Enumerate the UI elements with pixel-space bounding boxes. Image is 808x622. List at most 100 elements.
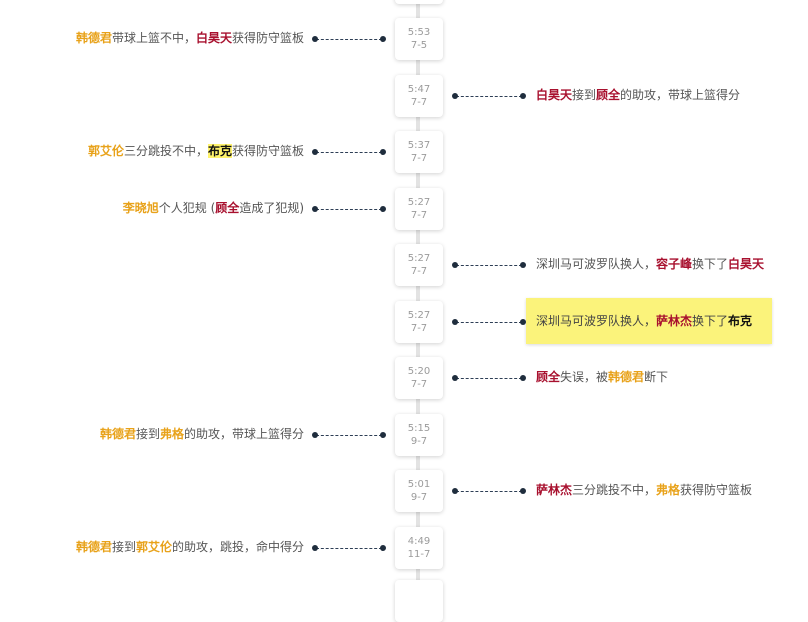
event-text: 接到: [135, 426, 160, 441]
event-text: 三分跳投不中，: [123, 144, 208, 158]
player-name-link[interactable]: 容子峰: [656, 257, 693, 271]
timeline-axis: [416, 0, 420, 587]
player-name-link[interactable]: 布克: [728, 313, 753, 328]
player-name-link[interactable]: 郭艾伦: [87, 144, 124, 158]
connector-line: [456, 95, 522, 97]
game-clock: 5:27: [407, 309, 431, 321]
event-text: 的助攻，带球上篮得分: [183, 426, 304, 441]
connector-dot: [380, 149, 386, 155]
player-name-link[interactable]: 韩德君: [75, 31, 112, 45]
game-clock: 5:53: [407, 27, 431, 38]
connector-dot: [520, 318, 526, 325]
connector-dot: [380, 205, 386, 212]
connector-dot: [520, 92, 526, 99]
event-description: 韩德君带球上篮不中，白昊天获得防守篮板: [76, 29, 304, 46]
connector-line: [316, 547, 382, 549]
player-name-link[interactable]: 布克: [207, 144, 232, 158]
player-name-link[interactable]: 弗格: [656, 483, 681, 497]
connector-dot: [380, 431, 386, 438]
highlighted-event-box: [526, 297, 772, 344]
event-text: 造成了犯规): [239, 200, 304, 215]
player-name-link[interactable]: 郭艾伦: [135, 539, 172, 554]
player-name-link[interactable]: 弗格: [159, 426, 184, 441]
event-description: 深圳马可波罗队换人，容子峰换下了白昊天: [536, 255, 764, 272]
event-text: 换下了: [692, 313, 729, 328]
score: 11-7: [407, 548, 431, 560]
player-name-link[interactable]: 顾全: [215, 200, 240, 215]
player-name-link[interactable]: 萨林杰: [536, 483, 573, 497]
event-description: 韩德君接到弗格的助攻，带球上篮得分: [100, 425, 304, 442]
player-name-link[interactable]: 顾全: [536, 370, 561, 384]
player-name-link[interactable]: 顾全: [596, 87, 621, 102]
player-name-link[interactable]: 李晓旭: [122, 200, 159, 215]
connector-dot: [380, 544, 386, 551]
connector-line: [456, 378, 522, 379]
connector-dot: [452, 318, 458, 325]
time-badge-partial: [395, 580, 443, 622]
event-description: 顾全失误，被韩德君断下: [536, 368, 668, 385]
connector-line: [316, 152, 382, 153]
game-clock: 5:27: [407, 253, 431, 264]
connector-line: [316, 208, 382, 210]
connector-dot: [520, 488, 526, 494]
player-name-link[interactable]: 韩德君: [608, 370, 645, 384]
event-text: 三分跳投不中，: [572, 483, 657, 497]
game-clock: 5:47: [407, 83, 431, 95]
connector-dot: [452, 262, 458, 268]
score: 9-7: [410, 435, 428, 447]
event-text: 深圳马可波罗队换人，: [536, 313, 657, 328]
event-text: 的助攻，带球上篮得分: [620, 87, 741, 102]
event-text: 个人犯规 (: [158, 200, 216, 215]
event-text: 获得防守篮板: [231, 144, 304, 158]
player-name-link[interactable]: 白昊天: [536, 87, 573, 102]
timeline-event: 5:27 7-7 深圳马可波罗队换人，容子峰换下了白昊天: [0, 244, 808, 288]
connector-dot: [452, 488, 458, 494]
event-description: 深圳马可波罗队换人，萨林杰换下了布克: [536, 312, 752, 329]
game-clock: 4:49: [407, 535, 431, 547]
event-text: 的助攻，跳投，命中得分: [171, 539, 304, 554]
game-clock: 5:20: [407, 366, 431, 377]
connector-line: [316, 434, 382, 436]
score: 7-7: [410, 209, 428, 221]
event-text: 深圳马可波罗队换人，: [536, 257, 657, 271]
event-description: 郭艾伦三分跳投不中，布克获得防守篮板: [88, 142, 304, 159]
time-badge: 5:27 7-7: [395, 244, 443, 286]
score: 7-7: [410, 266, 428, 277]
event-text: 接到: [572, 87, 597, 102]
connector-dot: [520, 262, 526, 268]
event-description: 韩德君接到郭艾伦的助攻，跳投，命中得分: [76, 538, 304, 555]
connector-line: [316, 39, 382, 40]
connector-dot: [312, 544, 318, 551]
player-name-link[interactable]: 韩德君: [75, 539, 112, 554]
score: 7-5: [410, 40, 428, 51]
connector-dot: [520, 375, 526, 381]
connector-dot: [452, 92, 458, 99]
connector-line: [456, 321, 522, 323]
game-clock: 5:37: [407, 140, 431, 151]
event-description: 白昊天接到顾全的助攻，带球上篮得分: [536, 86, 740, 103]
event-text: 换下了: [692, 257, 729, 271]
player-name-link[interactable]: 白昊天: [728, 257, 765, 271]
player-name-link[interactable]: 韩德君: [99, 426, 136, 441]
connector-dot: [380, 36, 386, 42]
player-name-link[interactable]: 萨林杰: [656, 313, 693, 328]
event-text: 带球上篮不中，: [111, 31, 196, 45]
player-name-link[interactable]: 白昊天: [195, 31, 232, 45]
event-text: 获得防守篮板: [231, 31, 304, 45]
time-badge-partial: [395, 0, 443, 4]
event-text: 接到: [111, 539, 136, 554]
